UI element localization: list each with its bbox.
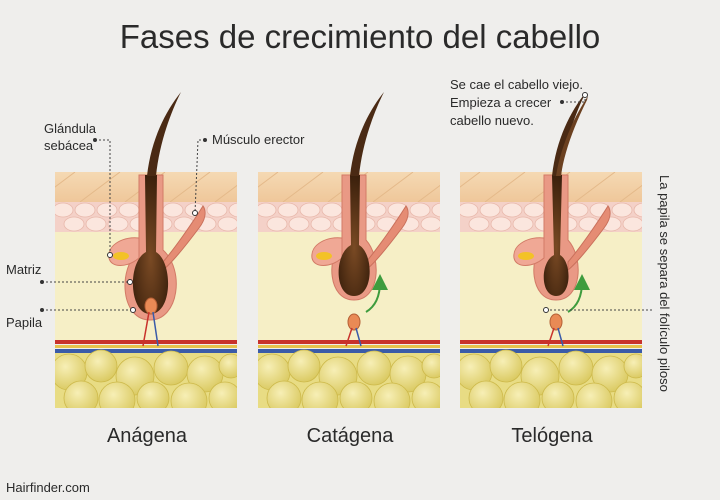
label-matriz: Matriz (6, 262, 41, 277)
credit-hairfinder: Hairfinder.com (6, 480, 90, 495)
blood-vessel-blue (55, 349, 237, 353)
blood-vessel-blue (460, 349, 642, 353)
label-telogena-note-3: cabello nuevo. (450, 113, 534, 128)
new-hair-shaft (556, 96, 588, 176)
label-side-note: La papila se separa del folículo piloso (657, 175, 672, 392)
dermal-papilla (550, 314, 562, 330)
hair-shaft (147, 92, 181, 176)
label-glandula-1: Glándula (44, 121, 97, 136)
dermal-papilla (145, 298, 157, 314)
label-papila: Papila (6, 315, 43, 330)
phase-anagena: Anágena (107, 425, 188, 447)
label-telogena-note-1: Se cae el cabello viejo. (450, 77, 583, 92)
dermal-papilla (348, 314, 360, 330)
phase-catagena: Catágena (307, 425, 395, 447)
label-musculo: Músculo erector (212, 132, 305, 147)
label-telogena-note-2: Empieza a crecer (450, 95, 552, 110)
blood-vessel-red (55, 340, 237, 344)
hair-shaft (350, 92, 384, 176)
blood-vessel-red (258, 340, 440, 344)
blood-vessel-red (460, 340, 642, 344)
label-glandula-2: sebácea (44, 138, 94, 153)
phase-telogena: Telógena (511, 425, 593, 447)
blood-vessel-blue (258, 349, 440, 353)
